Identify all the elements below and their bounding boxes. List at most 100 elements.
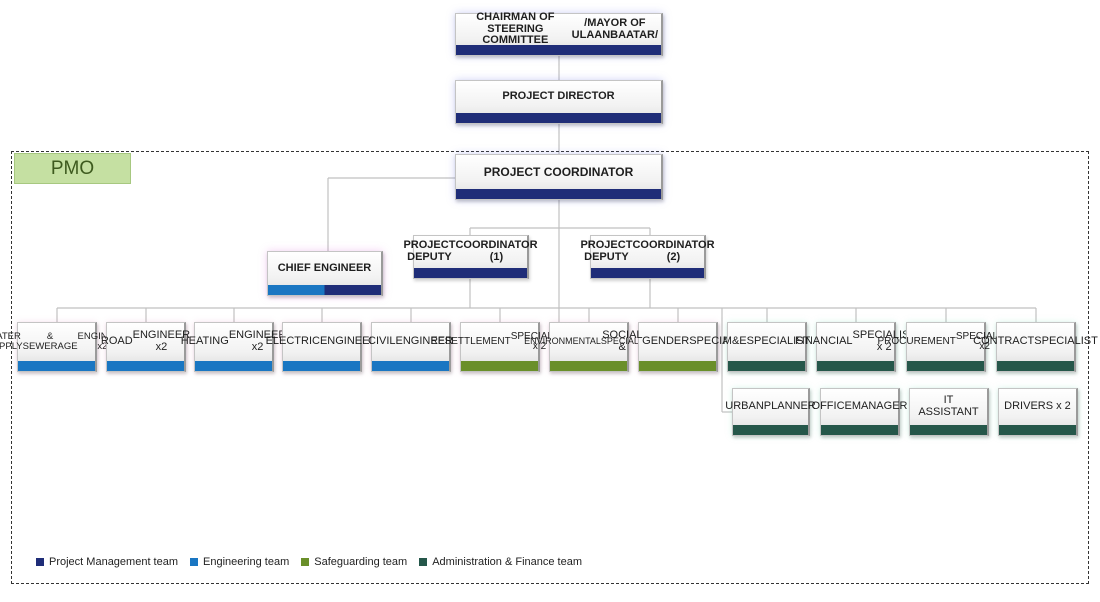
org-box-label-line: SOCIAL & [602, 329, 643, 353]
team-color-bar [550, 361, 627, 371]
team-color-bar [456, 113, 661, 123]
team-color-bar [414, 268, 527, 278]
org-box-label-line: URBAN [725, 400, 764, 413]
team-color-bar [461, 361, 538, 371]
legend-swatch [419, 558, 428, 566]
org-box-label-line: SPECIALIST [689, 335, 753, 348]
org-box-it: IT ASSISTANT [909, 388, 989, 436]
org-box-label-line: SPECIALIST [600, 336, 653, 347]
org-box-label-line: IT ASSISTANT [918, 394, 979, 418]
org-box-label-line: ELECTRIC [265, 335, 320, 348]
legend-label: Project Management team [49, 556, 179, 568]
org-box-director: PROJECT DIRECTOR [455, 80, 663, 124]
team-color-bar [997, 361, 1074, 371]
org-box-label-line: DRIVERS x 2 [1004, 400, 1071, 413]
team-color-bar [456, 45, 661, 55]
team-color-bar [907, 361, 984, 371]
legend-label: Engineering team [203, 556, 290, 568]
team-color-bar [283, 361, 360, 371]
org-box-label-line: FINANCIAL [795, 335, 853, 348]
legend-label: Safeguarding team [314, 556, 408, 568]
org-box-label: CHAIRMAN OF STEERING COMMITTEE/MAYOR OF … [456, 11, 661, 46]
org-box-label-line: OFFICE [811, 400, 852, 413]
org-box-label: IT ASSISTANT [910, 389, 987, 425]
org-box-label-line: /MAYOR OF ULAANBAATAR/ [571, 16, 659, 41]
org-box-chief: CHIEF ENGINEER [267, 251, 383, 296]
org-box-label-line: CONTRACT [973, 335, 1035, 348]
team-color-bar [999, 425, 1076, 435]
org-box-label-line: WATER SUPPLY [0, 331, 23, 352]
org-box-label-line: COORDINATOR (2) [632, 239, 715, 263]
team-color-bar [910, 425, 987, 435]
org-box-chairman: CHAIRMAN OF STEERING COMMITTEE/MAYOR OF … [455, 11, 663, 56]
org-box-label-line: GENDER [642, 335, 690, 348]
team-color-bar [817, 361, 894, 371]
org-box-label-line: ENGINEER x2 [77, 331, 128, 352]
org-box-label-line: & SEWERAGE [22, 331, 78, 352]
org-box-label: DRIVERS x 2 [999, 389, 1076, 425]
pmo-boundary [11, 151, 1089, 584]
org-box-label-line: ENGINEER x2 [132, 329, 191, 353]
org-box-drivers: DRIVERS x 2 [998, 388, 1078, 436]
org-box-label-line: SPECIALIST x 2 [852, 329, 917, 353]
org-box-label-line: SPECIALIST x 2 [510, 330, 569, 352]
org-box-label-line: RESETTLEMENT [430, 335, 511, 347]
org-box-label: PROJECT COORDINATOR [456, 155, 661, 189]
legend: Project Management team Engineering team S… [36, 556, 594, 568]
org-box-label: CHIEF ENGINEER [268, 252, 381, 285]
legend-item: Administration & Finance team [419, 556, 582, 568]
team-color-bar [18, 361, 95, 371]
org-box-label-line: SPECIALIST [1034, 335, 1098, 348]
org-box-label-line: PROCUREMENT [877, 335, 956, 347]
org-box-label-line: ENGINEER [319, 335, 378, 348]
legend-item: Project Management team [36, 556, 178, 568]
org-box-label-line: MANAGER [851, 400, 908, 413]
legend-item: Safeguarding team [301, 556, 407, 568]
team-color-bar [456, 189, 661, 199]
org-box-label-line: CIVIL [368, 335, 396, 348]
org-box-coordinator: PROJECT COORDINATOR [455, 154, 663, 200]
team-color-bar [195, 361, 272, 371]
legend-swatch [190, 558, 199, 566]
team-color-bar [728, 361, 805, 371]
org-box-label-line: COORDINATOR (1) [455, 239, 538, 263]
org-box-label: PROJECT DIRECTOR [456, 81, 661, 113]
team-color-bar [591, 268, 704, 278]
legend-swatch [301, 558, 310, 566]
team-color-bar [733, 425, 808, 435]
org-box-label-line: PROJECT DEPUTY [580, 239, 633, 263]
org-box-label-line: SPECIALIST x2 [955, 330, 1014, 352]
team-color-bar [821, 425, 898, 435]
org-box-label-line: M&E [722, 335, 747, 348]
legend-item: Engineering team [190, 556, 289, 568]
pmo-label: PMO [14, 153, 131, 184]
team-color-bar [268, 285, 381, 295]
team-color-bar [639, 361, 716, 371]
org-box-label-line: ROAD [100, 335, 133, 348]
org-box-label-line: ENGINEER x2 [228, 329, 287, 353]
